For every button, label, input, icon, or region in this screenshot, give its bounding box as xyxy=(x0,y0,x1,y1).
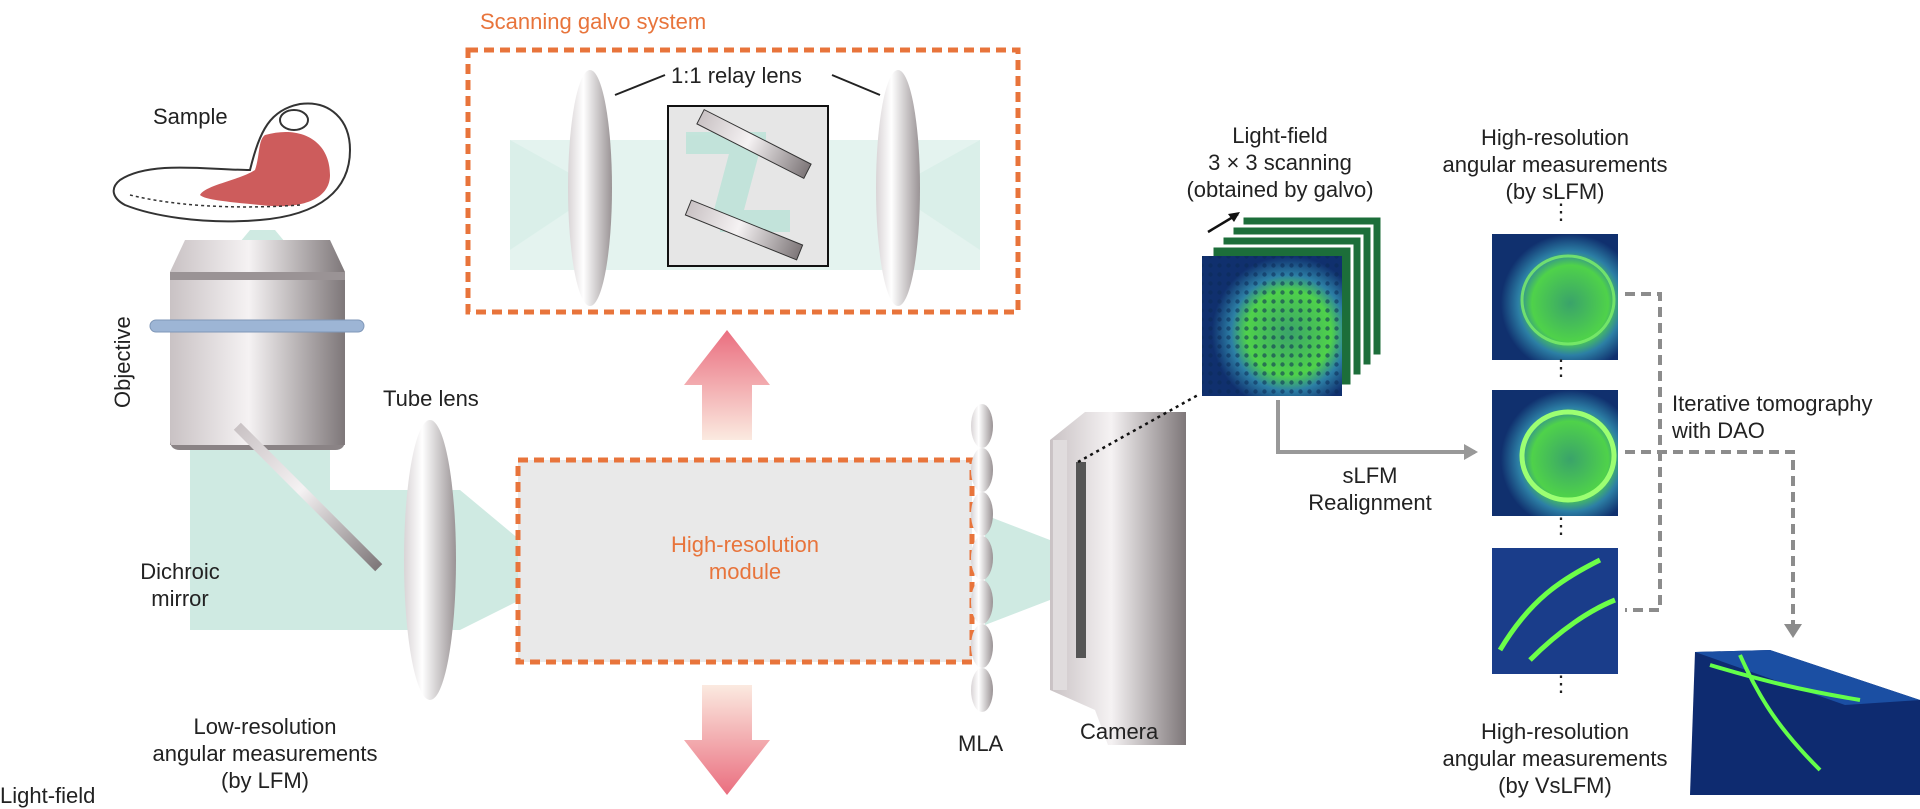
camera-icon xyxy=(1050,412,1186,745)
galvo-mirror-icon xyxy=(684,199,804,261)
high-res-vslfm-label: High-resolution angular measurements (by… xyxy=(1405,718,1705,799)
camera-label: Camera xyxy=(1080,719,1159,744)
light-field-cut-label: Light-field xyxy=(0,783,96,808)
down-arrow-icon xyxy=(684,685,770,795)
dichroic-mirror-icon xyxy=(233,422,383,572)
sample-label: Sample xyxy=(153,104,228,129)
iterative-tomography-bracket xyxy=(1625,292,1795,630)
lf-scan-line: (obtained by galvo) xyxy=(1186,177,1374,202)
realign-line: sLFM xyxy=(1342,463,1398,488)
tomo-line: Iterative tomography xyxy=(1672,391,1873,416)
low-res-line: Low-resolution xyxy=(193,714,337,739)
module-label-line: module xyxy=(708,559,782,584)
mla-label: MLA xyxy=(958,731,1004,756)
tomo-line: with DAO xyxy=(1672,418,1765,443)
realign-line: Realignment xyxy=(1308,490,1432,515)
hr-slfm-line: (by sLFM) xyxy=(1505,179,1605,204)
galvo-mirror-icon xyxy=(696,108,812,180)
iterative-tomography-label: Iterative tomography with DAO xyxy=(1672,390,1873,444)
module-label-line: High-resolution xyxy=(671,532,819,557)
high-res-slfm-label: High-resolution angular measurements (by… xyxy=(1405,124,1705,205)
dichroic-mirror-label: Dichroic mirror xyxy=(120,558,240,612)
ellipsis-icon: ⋮ xyxy=(1550,199,1572,224)
objective-icon xyxy=(149,240,365,450)
vslfm-image xyxy=(1492,390,1618,516)
relay-lens-icon xyxy=(568,70,612,306)
high-resolution-module xyxy=(515,457,975,665)
tube-lens-icon xyxy=(404,420,456,700)
vslfm-image xyxy=(1492,548,1618,674)
objective-label: Objective xyxy=(110,316,135,408)
low-res-line: angular measurements xyxy=(152,741,378,766)
dichroic-mirror-label-line: Dichroic xyxy=(140,559,220,584)
realignment-arrow xyxy=(1276,400,1475,454)
mla-icon xyxy=(971,404,993,712)
low-resolution-label: Low-resolution angular measurements (by … xyxy=(105,713,425,794)
hr-vslfm-line: angular measurements xyxy=(1442,746,1668,771)
up-arrow-icon xyxy=(684,330,770,440)
hr-slfm-line: High-resolution xyxy=(1481,125,1629,150)
slfm-image xyxy=(1492,234,1618,360)
slfm-realignment-label: sLFM Realignment xyxy=(1285,462,1455,516)
scanning-galvo-box xyxy=(465,47,1021,315)
relay-lens-label: 1:1 relay lens xyxy=(671,63,802,88)
scanning-galvo-title: Scanning galvo system xyxy=(480,9,707,34)
light-field-scanning-label: Light-field 3 × 3 scanning (obtained by … xyxy=(1150,122,1410,203)
light-field-stack xyxy=(1202,214,1384,396)
dichroic-mirror-label-line: mirror xyxy=(151,586,209,611)
lf-scan-line: 3 × 3 scanning xyxy=(1208,150,1352,175)
hr-slfm-line: angular measurements xyxy=(1442,152,1668,177)
lf-scan-line: Light-field xyxy=(1232,123,1328,148)
sample-icon xyxy=(112,102,352,223)
low-res-line: (by LFM) xyxy=(221,768,309,793)
ellipsis-icon: ⋮ xyxy=(1550,513,1572,538)
high-resolution-module-label: High-resolution module xyxy=(625,531,865,585)
ellipsis-icon: ⋮ xyxy=(1550,671,1572,696)
relay-lens-icon xyxy=(876,70,920,306)
hr-vslfm-line: High-resolution xyxy=(1481,719,1629,744)
ellipsis-icon: ⋮ xyxy=(1550,355,1572,380)
volume-3d-icon xyxy=(1690,650,1920,795)
hr-vslfm-line: (by VsLFM) xyxy=(1498,773,1612,798)
tube-lens-label: Tube lens xyxy=(383,386,479,411)
